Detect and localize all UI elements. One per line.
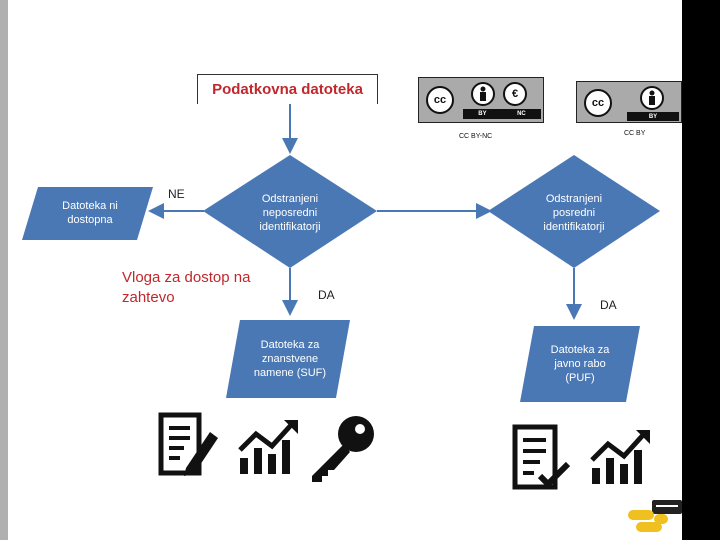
cc-by-nc-strip: BY NC — [463, 109, 541, 119]
checklist-icon — [512, 424, 571, 490]
node-remove-direct: Odstranjeni neposredni identifikatorji — [259, 193, 321, 233]
node-puf-shape — [520, 326, 640, 402]
person-icon — [640, 86, 664, 110]
cc-icon: cc — [426, 86, 454, 114]
node-remove-indirect-shape — [488, 155, 660, 268]
left-edge-bar — [0, 0, 8, 540]
data-file-title: Podatkovna datoteka — [197, 74, 378, 104]
node-remove-indirect: Odstranjeni posredni identifikatorji — [543, 193, 605, 233]
cc-icon: cc — [584, 89, 612, 117]
node-not-available: Datoteka ni dostopna — [62, 200, 118, 226]
strip-nc: NC — [517, 111, 526, 117]
cc-by-badge: cc BY — [576, 81, 682, 123]
strip-by: BY — [478, 111, 487, 117]
noncommercial-icon: € — [503, 82, 527, 106]
label-no: NE — [168, 187, 185, 201]
node-not-available-shape — [22, 187, 153, 240]
label-yes-right: DA — [600, 298, 617, 312]
access-request-label: Vloga za dostop na zahtevo — [122, 269, 251, 306]
node-remove-direct-shape — [203, 155, 377, 268]
cc-by-nc-badge: cc € BY NC — [418, 77, 544, 123]
chart-growth-icon — [238, 420, 298, 474]
cc-by-nc-caption: CC BY-NC — [459, 133, 493, 140]
key-icon — [312, 416, 374, 482]
label-yes-left: DA — [318, 288, 335, 302]
strip-by: BY — [648, 113, 658, 120]
cc-by-strip: BY — [627, 112, 679, 121]
cc-by-caption: CC BY — [624, 130, 646, 137]
document-edit-icon — [158, 412, 218, 476]
node-puf: Datoteka za javno rabo (PUF) — [550, 344, 610, 384]
chart-growth-icon — [590, 430, 650, 484]
node-suf: Datoteka za znanstvene namene (SUF) — [253, 339, 327, 379]
person-icon — [471, 82, 495, 106]
organization-logo — [628, 500, 682, 532]
right-edge-bar — [682, 0, 720, 540]
node-suf-shape — [226, 320, 350, 398]
